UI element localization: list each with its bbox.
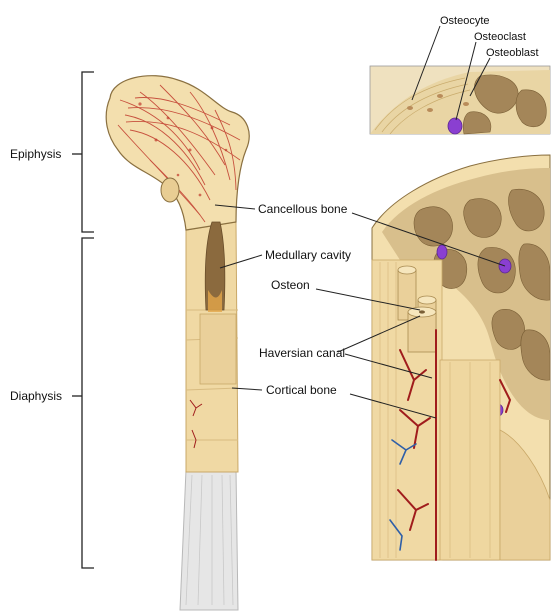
epiphysis-bracket: [72, 72, 94, 232]
cortical-bone-label: Cortical bone: [266, 383, 337, 397]
femur-illustration: [106, 76, 249, 610]
osteocyte-label: Osteocyte: [440, 15, 490, 27]
osteoclast-label: Osteoclast: [474, 31, 526, 43]
femur-head: [106, 76, 249, 230]
haversian-canal-label: Haversian canal: [259, 346, 345, 360]
osteoblast-label: Osteoblast: [486, 47, 539, 59]
epiphysis-label: Epiphysis: [10, 147, 61, 161]
medullary-cavity-label: Medullary cavity: [265, 248, 351, 262]
osteoclast-cell: [448, 118, 462, 134]
bone-section-illustration: [372, 155, 550, 560]
bone-cell-inset: [370, 66, 550, 134]
diaphysis-label: Diaphysis: [10, 389, 62, 403]
osteoclast-cell-2: [437, 245, 447, 259]
lesser-trochanter: [161, 178, 179, 202]
shaft-cutaway: [200, 314, 236, 384]
cancellous-bone-label: Cancellous bone: [258, 202, 348, 216]
osteon-label: Osteon: [271, 278, 310, 292]
diaphysis-bracket: [72, 238, 94, 568]
